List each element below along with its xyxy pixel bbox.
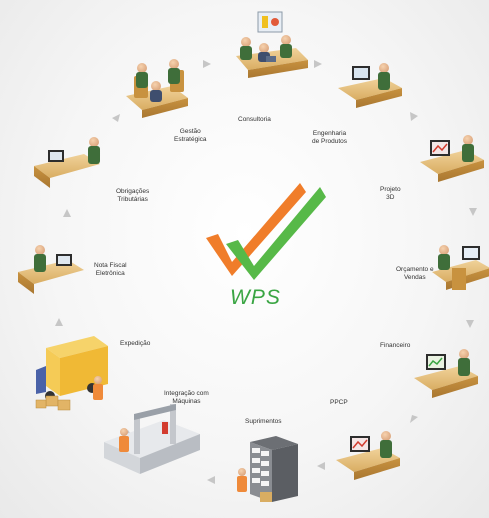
label-projeto-3d: Projeto 3D (380, 186, 401, 201)
label-orcamento-e-vendas: Orçamento e Vendas (396, 266, 434, 281)
label-gestao-estrategica: Gestão Estratégica (174, 128, 207, 143)
arrow-down-icon (466, 320, 474, 328)
station-expedicao (35, 336, 108, 411)
label-consultoria: Consultoria (238, 116, 271, 123)
arrow-left-icon (207, 476, 215, 484)
station-financeiro (414, 349, 478, 398)
label-integracao-com-maquinas: Integração com Máquinas (164, 390, 209, 405)
arrow-down-left-icon (410, 415, 418, 423)
label-financeiro: Financeiro (380, 342, 411, 349)
label-ppcp: PPCP (330, 399, 348, 406)
arrow-right-icon (314, 60, 322, 68)
station-suprimentos (237, 436, 298, 502)
station-consultoria (236, 11, 308, 78)
label-suprimentos: Suprimentos (245, 418, 282, 425)
station-engenharia (338, 63, 402, 108)
label-engenharia-de-produtos: Engenharia de Produtos (312, 130, 348, 145)
truck-cargo (46, 336, 108, 358)
station-orcamento (432, 245, 489, 290)
label-expedicao: Expedição (120, 340, 151, 347)
wps-logo-mark (206, 183, 326, 280)
truck-cab (36, 366, 46, 394)
station-gestao (126, 59, 188, 118)
station-nota-fiscal (18, 245, 84, 294)
arrow-right-icon (203, 60, 211, 68)
arrow-left-icon (317, 462, 325, 470)
green-check-stroke (226, 187, 326, 280)
arrow-up-right-icon (112, 114, 120, 122)
arrow-down-right-icon (410, 112, 418, 121)
station-ppcp (336, 431, 400, 480)
station-projeto-3d (420, 135, 484, 182)
arrow-up-icon (55, 318, 63, 326)
arrow-up-icon (63, 209, 71, 217)
station-integracao-maquinas (104, 404, 200, 474)
orange-check-stroke (206, 183, 306, 276)
wps-logo-text: WPS (230, 286, 281, 309)
label-obrigacoes-tributarias: Obrigações Tributárias (116, 188, 150, 203)
station-obrigacoes (34, 137, 100, 188)
label-nota-fiscal-eletronica: Nota Fiscal Eletrônica (94, 262, 127, 277)
arrow-down-icon (469, 208, 477, 216)
